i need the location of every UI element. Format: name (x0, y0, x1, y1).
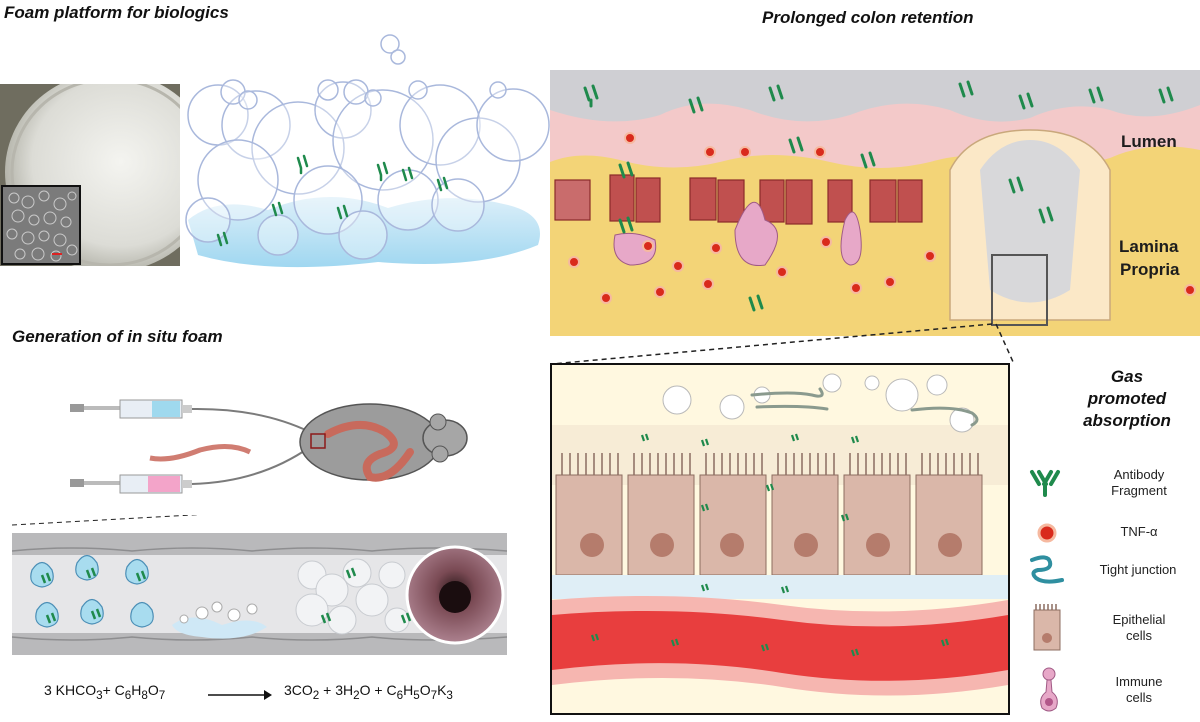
foam-bubbles-illustration (178, 30, 558, 280)
tnf-alpha-icon (1037, 523, 1057, 543)
reaction-reactants: 3 KHCO3+ C6H8O7 (44, 682, 166, 702)
tight-junction-icon (1030, 555, 1064, 584)
lamina-label: Lamina (1119, 237, 1179, 256)
absorption-title-line3: absorption (1083, 411, 1171, 430)
legend-item-antibody: Antibody Fragment (1022, 462, 1200, 508)
lumen-label: Lumen (1121, 132, 1177, 151)
legend-item-tight-junction: Tight junction (1022, 554, 1200, 590)
legend-item-epithelial: Epithelial cells (1022, 602, 1200, 662)
immune-cell-icon (1040, 667, 1058, 712)
reaction-products: 3CO2 + 3H2O + C6H5O7K3 (284, 682, 453, 702)
colon-tissue-illustration (550, 70, 1200, 336)
absorption-title: Gas promoted absorption (1062, 366, 1192, 432)
zoom-connector-lines (551, 323, 1015, 365)
legend-immune-line1: Immune (1115, 674, 1163, 689)
colon-retention-title: Prolonged colon retention (762, 8, 974, 27)
legend-antibody-line1: Antibody (1113, 467, 1165, 482)
reaction-arrow-icon (208, 690, 272, 700)
legend-item-tnf: TNF-α (1022, 520, 1200, 548)
intestine-foam-illustration (11, 504, 508, 670)
antibody-fragment-icon (1030, 470, 1060, 497)
in-situ-foam-title: Generation of in situ foam (12, 327, 223, 346)
absorption-title-line2: promoted (1087, 389, 1167, 408)
epithelial-cell-icon (1033, 604, 1061, 651)
absorption-title-line1: Gas (1110, 367, 1144, 386)
mouse-syringe-illustration (60, 392, 490, 502)
foam-platform-title: Foam platform for biologics (4, 3, 229, 22)
absorption-zoom-panel (550, 363, 1010, 715)
legend-tight-junction-label: Tight junction (1099, 562, 1177, 577)
legend-item-immune: Immune cells (1022, 666, 1200, 722)
legend-antibody-line2: Fragment (1111, 483, 1167, 498)
legend-immune-line2: cells (1125, 690, 1152, 705)
foam-photo (0, 72, 215, 272)
legend-tnf-label: TNF-α (1120, 524, 1158, 539)
propria-label: Propria (1120, 260, 1180, 279)
legend-epithelial-line2: cells (1125, 628, 1152, 643)
legend-epithelial-line1: Epithelial (1112, 612, 1166, 627)
